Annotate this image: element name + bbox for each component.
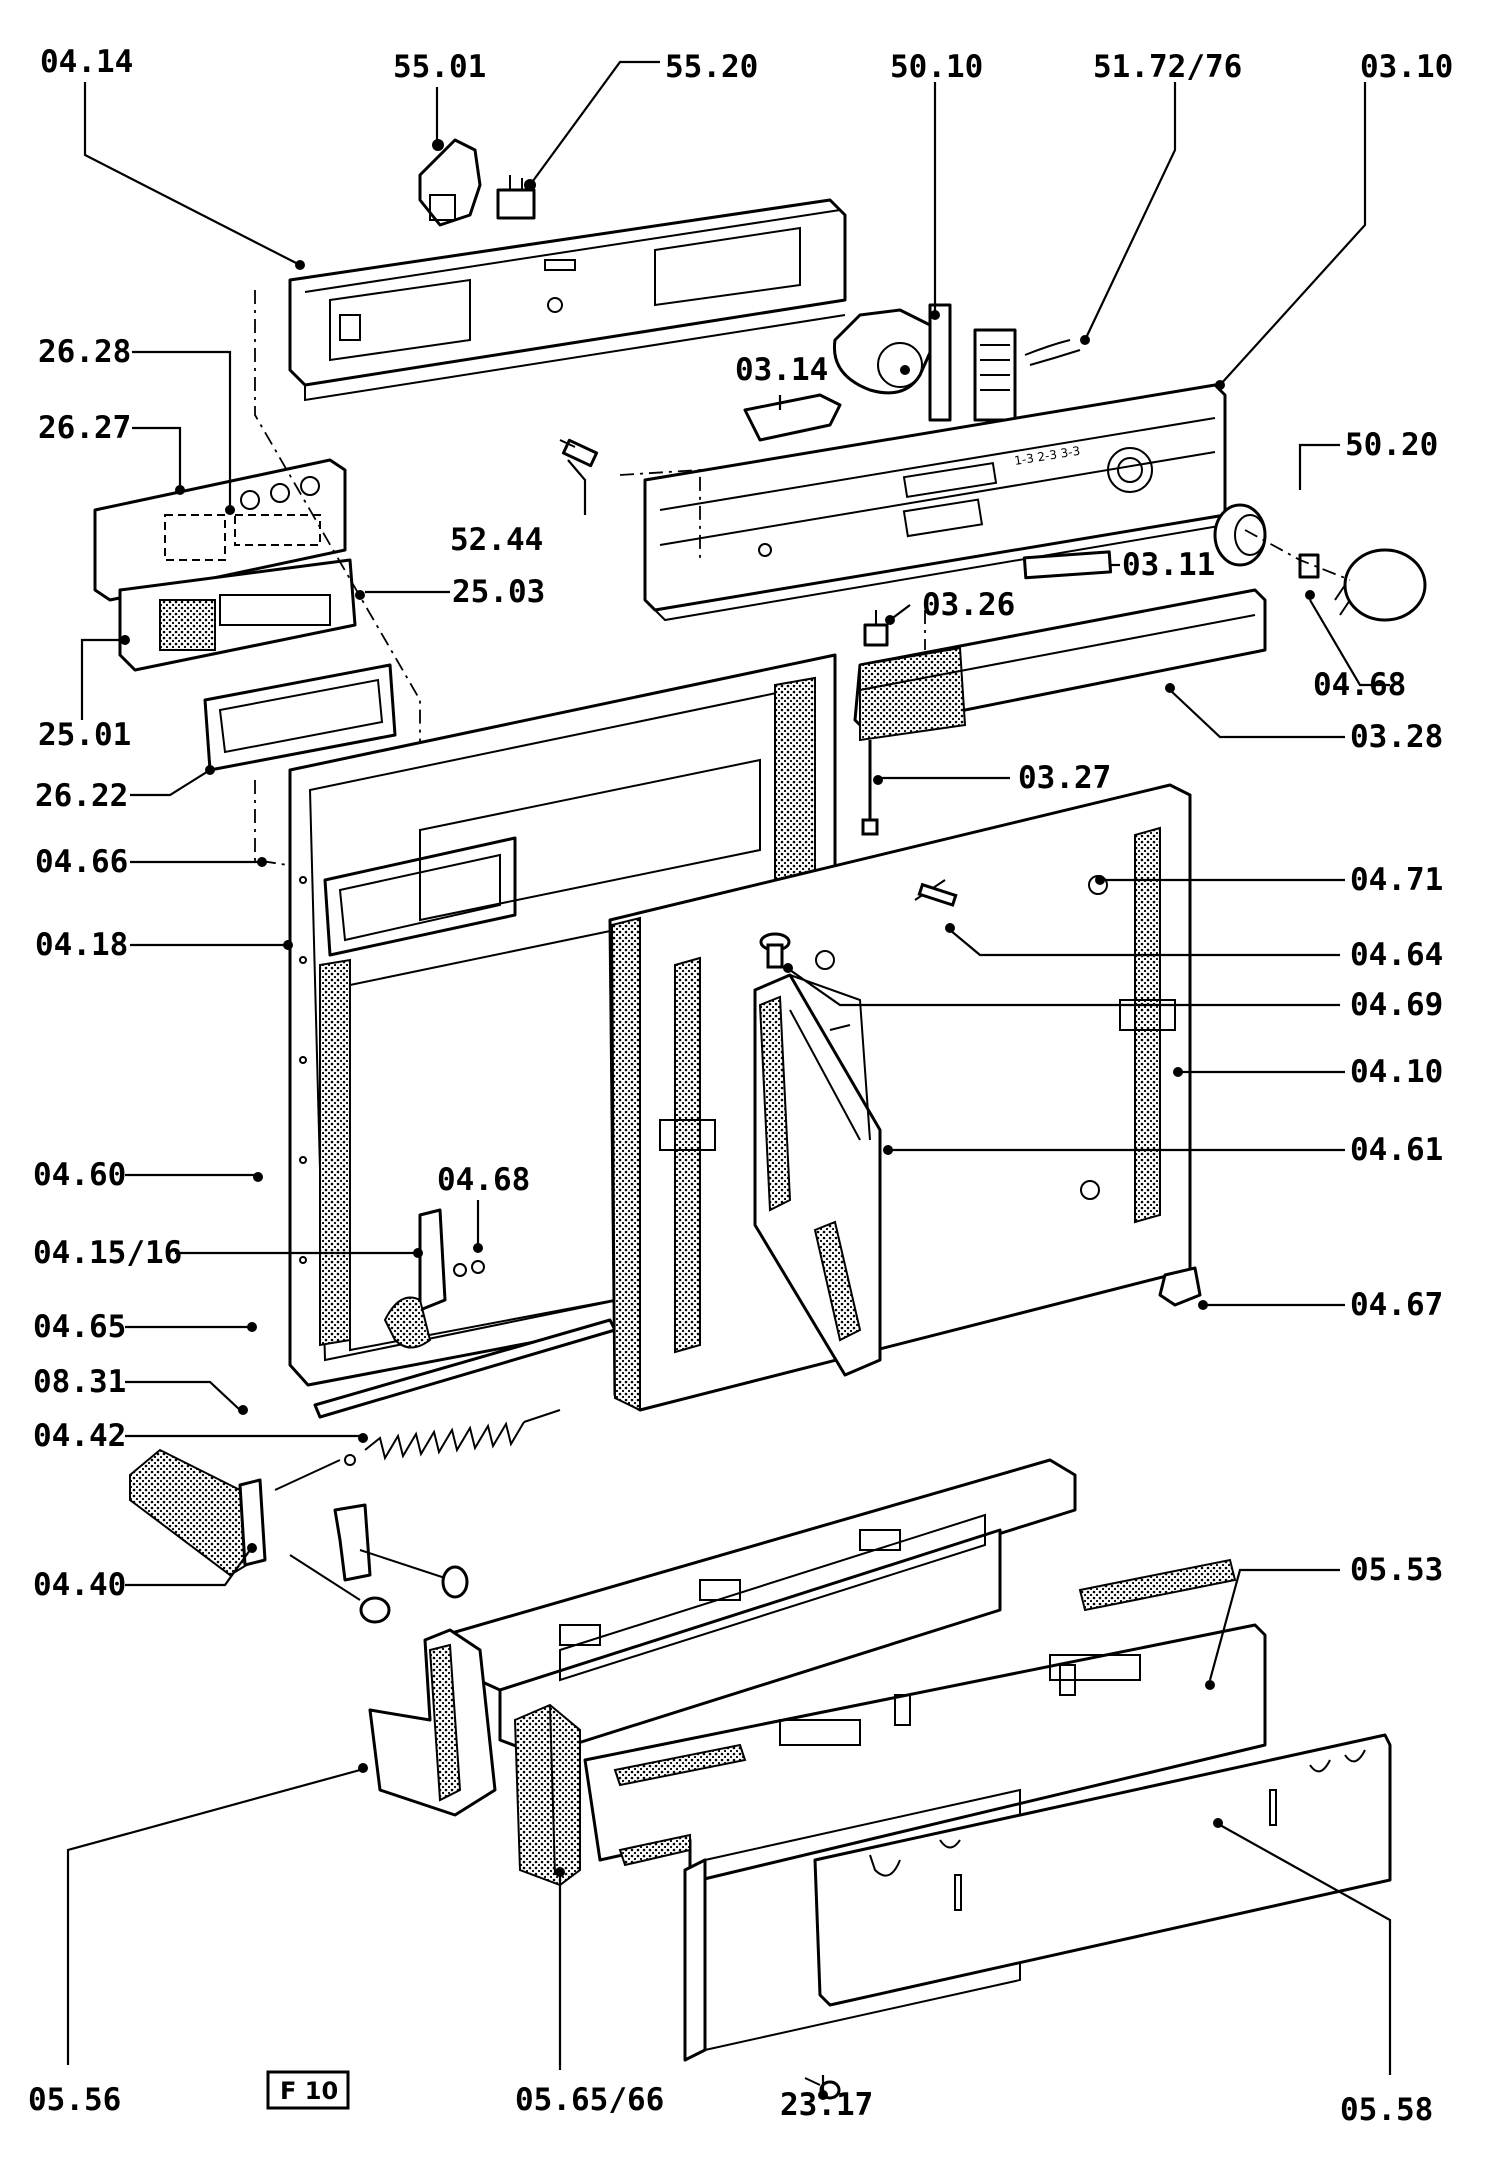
spacer-05-65-66 [513, 1703, 581, 1887]
label-23-17: 23.17 [780, 2087, 873, 2123]
label-05-58: 05.58 [1340, 2092, 1433, 2128]
label-25-03: 25.03 [452, 574, 545, 610]
bracket-04-67 [1158, 1266, 1202, 1307]
side-support-05-56 [368, 1628, 497, 1817]
base-frame-long [443, 1458, 1077, 1757]
label-50-10: 50.10 [890, 49, 983, 85]
label-08-31: 08.31 [33, 1364, 126, 1400]
label-05-56: 05.56 [28, 2082, 121, 2118]
label-04-18: 04.18 [35, 927, 128, 963]
label-04-68-top: 04.68 [1313, 667, 1406, 703]
alignment-line-5 [1244, 529, 1351, 581]
part-03-26 [863, 610, 889, 647]
label-55-20: 55.20 [665, 49, 758, 85]
label-03-14: 03.14 [735, 352, 828, 388]
spring-04-42 [364, 1409, 561, 1461]
knob-assembly [1213, 503, 1427, 622]
part-04-64 [917, 882, 958, 907]
rail-03-28 [853, 588, 1267, 742]
part-03-11 [1022, 550, 1113, 580]
part-labels: 04.14 55.01 55.20 50.10 51.72/76 03.10 2… [28, 44, 1453, 2128]
label-04-64: 04.64 [1350, 937, 1443, 973]
label-50-20: 50.20 [1345, 427, 1438, 463]
label-04-10: 04.10 [1350, 1054, 1443, 1090]
label-04-40: 04.40 [33, 1567, 126, 1603]
label-04-66: 04.66 [35, 844, 128, 880]
label-26-27: 26.27 [38, 410, 131, 446]
figure-badge: F 10 [266, 2070, 350, 2110]
label-04-42: 04.42 [33, 1418, 126, 1454]
control-panel-frame [288, 198, 847, 402]
dispenser-assembly [93, 458, 357, 672]
part-52-44 [559, 438, 599, 468]
part-03-14 [743, 393, 842, 442]
label-03-11: 03.11 [1122, 547, 1215, 583]
alignment-line-2 [619, 469, 701, 560]
toe-board-05-58 [813, 1733, 1392, 2007]
label-04-61: 04.61 [1350, 1132, 1443, 1168]
label-04-60: 04.60 [33, 1157, 126, 1193]
outer-door-panel [608, 783, 1192, 1412]
screw-04-69 [759, 932, 791, 969]
label-25-01: 25.01 [38, 717, 131, 753]
label-03-10: 03.10 [1360, 49, 1453, 85]
timer-motor [832, 303, 1081, 422]
label-55-01: 55.01 [393, 49, 486, 85]
label-03-26: 03.26 [922, 587, 1015, 623]
label-03-27: 03.27 [1018, 760, 1111, 796]
switch-55-01 [418, 138, 482, 227]
plinth-panel [683, 1788, 1021, 2062]
label-04-71: 04.71 [1350, 862, 1443, 898]
label-04-14: 04.14 [40, 44, 133, 80]
label-04-68-mid: 04.68 [437, 1162, 530, 1198]
leader-lines [66, 60, 1392, 2100]
label-05-53: 05.53 [1350, 1552, 1443, 1588]
label-51-72-76: 51.72/76 [1093, 49, 1242, 85]
figure-badge-text: F 10 [280, 2077, 338, 2105]
label-26-22: 26.22 [35, 778, 128, 814]
label-04-15-16: 04.15/16 [33, 1235, 182, 1271]
label-52-44: 52.44 [450, 522, 543, 558]
label-04-65: 04.65 [33, 1309, 126, 1345]
label-04-67: 04.67 [1350, 1287, 1443, 1323]
label-04-69: 04.69 [1350, 987, 1443, 1023]
bolt-03-27 [861, 740, 879, 836]
latch-04-40 [129, 1448, 469, 1624]
label-03-28: 03.28 [1350, 719, 1443, 755]
switch-55-20 [496, 175, 536, 220]
lock-frame-04-61 [753, 973, 882, 1377]
gasket-26-22 [203, 663, 397, 772]
label-05-65-66: 05.65/66 [515, 2082, 664, 2118]
label-26-28: 26.28 [38, 334, 131, 370]
hinge-04-15-16 [383, 1208, 485, 1349]
